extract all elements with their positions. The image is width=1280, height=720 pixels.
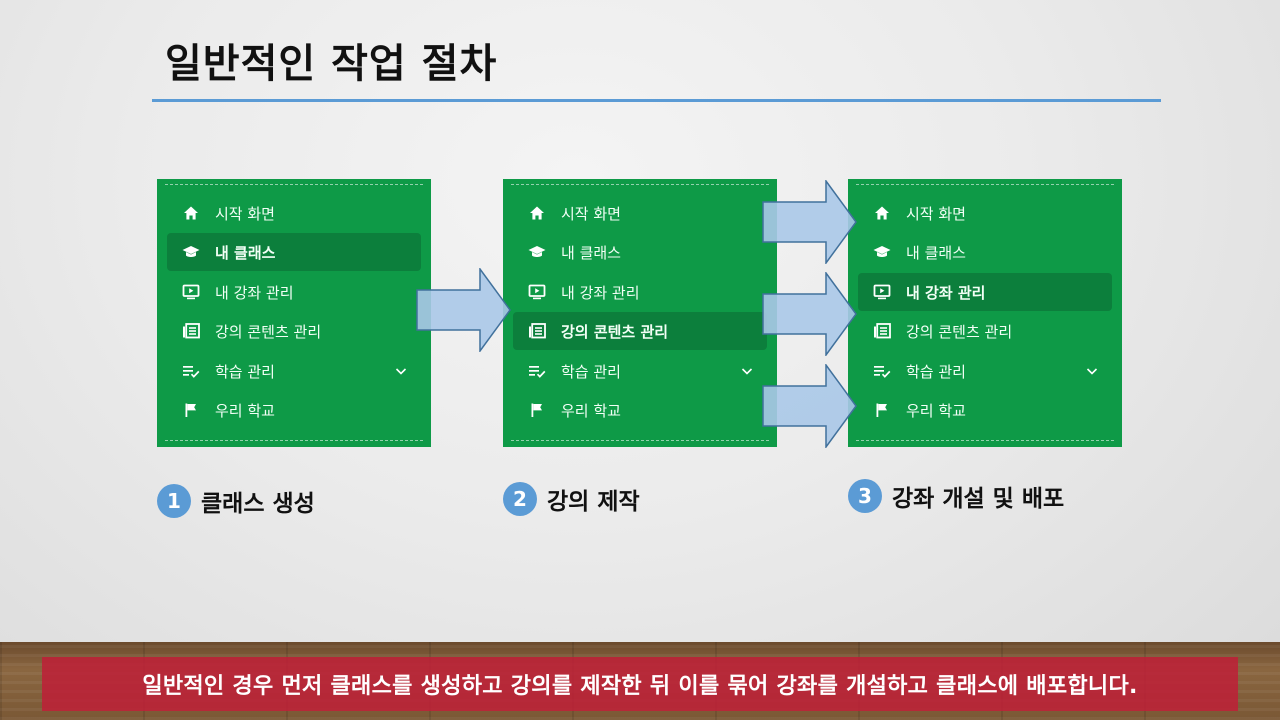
menu-item-label: 학습 관리 [215,362,275,381]
menu-item-label: 시작 화면 [906,204,966,223]
flag-icon [872,401,892,419]
step-title: 강좌 개설 및 배포 [892,486,1065,512]
menu-item[interactable]: 내 클래스 [513,233,767,271]
title-underline [152,99,1161,102]
graduation-cap-icon [872,243,892,261]
dashed-divider [856,184,1114,185]
step-label-2: 2 강의 제작 [503,482,640,516]
menu-item-label: 내 강좌 관리 [215,283,294,302]
menu-item-label: 시작 화면 [215,204,275,223]
menu-item[interactable]: 내 클래스 [858,233,1112,271]
dashed-divider [165,440,423,441]
step-number-badge: 2 [503,482,537,516]
chevron-down-icon[interactable] [1084,363,1100,379]
menu-item-label: 시작 화면 [561,204,621,223]
menu-item-label: 강의 콘텐츠 관리 [215,322,322,341]
flag-icon [527,401,547,419]
dashed-divider [165,184,423,185]
menu-item[interactable]: 내 강좌 관리 [513,273,767,311]
menu-item[interactable]: 시작 화면 [513,194,767,232]
menu-item[interactable]: 강의 콘텐츠 관리 [167,312,421,350]
monitor-play-icon [181,283,201,301]
content-list-icon [181,322,201,340]
step-title: 클래스 생성 [201,491,315,517]
chevron-down-icon[interactable] [393,363,409,379]
menu-item-label: 내 클래스 [215,243,276,262]
arrow-step1-to-step2 [416,268,511,352]
graduation-cap-icon [527,243,547,261]
menu-item-label: 우리 학교 [561,401,621,420]
step-number-badge: 1 [157,484,191,518]
menu-item[interactable]: 내 강좌 관리 [167,273,421,311]
menu-item-label: 내 클래스 [561,243,621,262]
monitor-play-icon [872,283,892,301]
menu-item-label: 학습 관리 [561,362,621,381]
arrow-to-course-manage-item [762,272,857,356]
menu-item[interactable]: 시작 화면 [167,194,421,232]
arrow-to-home-item [762,180,857,264]
menu-item[interactable]: 강의 콘텐츠 관리 [513,312,767,350]
step-number-badge: 3 [848,479,882,513]
menu-item-label: 우리 학교 [215,401,275,420]
flag-icon [181,401,201,419]
caption-text: 일반적인 경우 먼저 클래스를 생성하고 강의를 제작한 뒤 이를 묶어 강좌를… [142,674,1138,699]
menu-item[interactable]: 학습 관리 [167,352,421,390]
step-label-1: 1 클래스 생성 [157,484,315,518]
home-icon [527,204,547,222]
menu-item[interactable]: 우리 학교 [858,391,1112,429]
menu-item-label: 강의 콘텐츠 관리 [561,322,669,341]
monitor-play-icon [527,283,547,301]
dashed-divider [856,440,1114,441]
graduation-cap-icon [181,243,201,261]
menu-item-label: 학습 관리 [906,362,966,381]
home-icon [872,204,892,222]
menu-item-label: 내 강좌 관리 [561,283,640,302]
content-list-icon [872,322,892,340]
menu-item[interactable]: 학습 관리 [513,352,767,390]
step-title: 강의 제작 [547,489,640,515]
chevron-down-icon[interactable] [739,363,755,379]
dashed-divider [511,440,769,441]
arrow-to-school-item [762,364,857,448]
menu-item[interactable]: 학습 관리 [858,352,1112,390]
checklist-icon [181,362,201,380]
dashed-divider [511,184,769,185]
menu-item-label: 강의 콘텐츠 관리 [906,322,1013,341]
checklist-icon [872,362,892,380]
menu-item-label: 내 클래스 [906,243,966,262]
checklist-icon [527,362,547,380]
caption-bar: 일반적인 경우 먼저 클래스를 생성하고 강의를 제작한 뒤 이를 묶어 강좌를… [42,657,1238,711]
menu-item[interactable]: 우리 학교 [167,391,421,429]
menu-item[interactable]: 우리 학교 [513,391,767,429]
menu-item[interactable]: 강의 콘텐츠 관리 [858,312,1112,350]
step-label-3: 3 강좌 개설 및 배포 [848,479,1064,513]
menu-item-label: 내 강좌 관리 [906,283,986,302]
home-icon [181,204,201,222]
slide-title: 일반적인 작업 절차 [165,41,498,87]
menu-item-label: 우리 학교 [906,401,966,420]
menu-item[interactable]: 내 강좌 관리 [858,273,1112,311]
menu-item[interactable]: 시작 화면 [858,194,1112,232]
menu-item[interactable]: 내 클래스 [167,233,421,271]
content-list-icon [527,322,547,340]
